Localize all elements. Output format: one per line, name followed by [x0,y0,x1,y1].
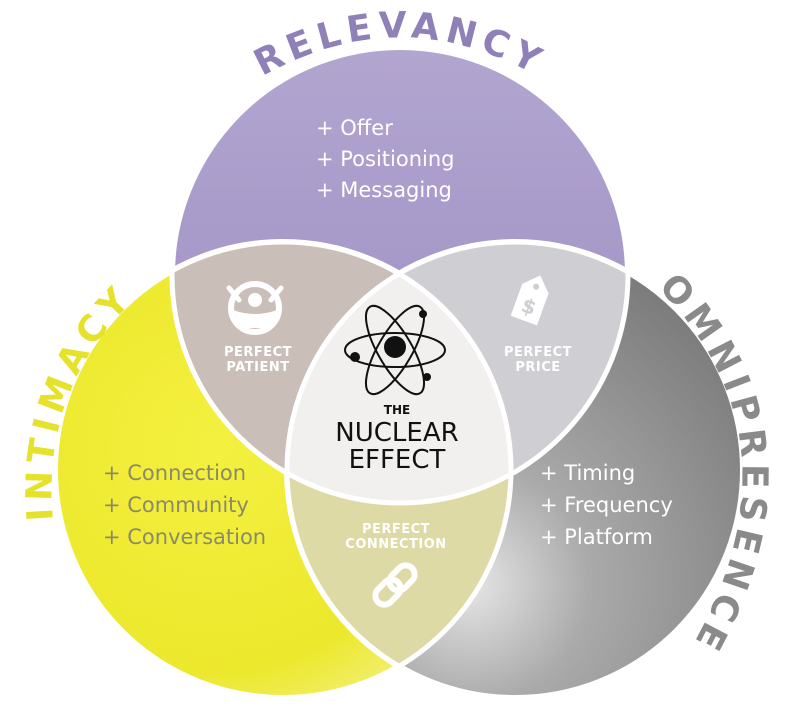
list-item: + Messaging [316,178,452,202]
intimacy-list: + Connection + Community + Conversation [103,461,266,549]
list-item: + Timing [540,461,635,485]
perfect-connection-line1: PERFECT [362,522,430,537]
nuclear-line2: EFFECT [349,445,446,475]
list-item: + Frequency [540,493,673,517]
perfect-patient-line2: PATIENT [226,360,289,375]
perfect-patient-line1: PERFECT [224,345,292,360]
perfect-connection-line2: CONNECTION [345,537,446,552]
list-item: + Connection [103,461,246,485]
relevancy-list: + Offer + Positioning + Messaging [316,116,455,202]
nuclear-line1: NUCLEAR [335,418,458,448]
nuclear-the: THE [384,403,410,417]
list-item: + Conversation [103,525,266,549]
perfect-price-line1: PERFECT [504,345,572,360]
list-item: + Offer [316,116,393,140]
price-tag-icon: $ [510,275,549,326]
list-item: + Community [103,493,249,517]
omnipresence-list: + Timing + Frequency + Platform [540,461,673,549]
perfect-price-line2: PRICE [515,360,560,375]
list-item: + Platform [540,525,653,549]
list-item: + Positioning [316,147,455,171]
steering-wheel-icon [226,281,284,335]
